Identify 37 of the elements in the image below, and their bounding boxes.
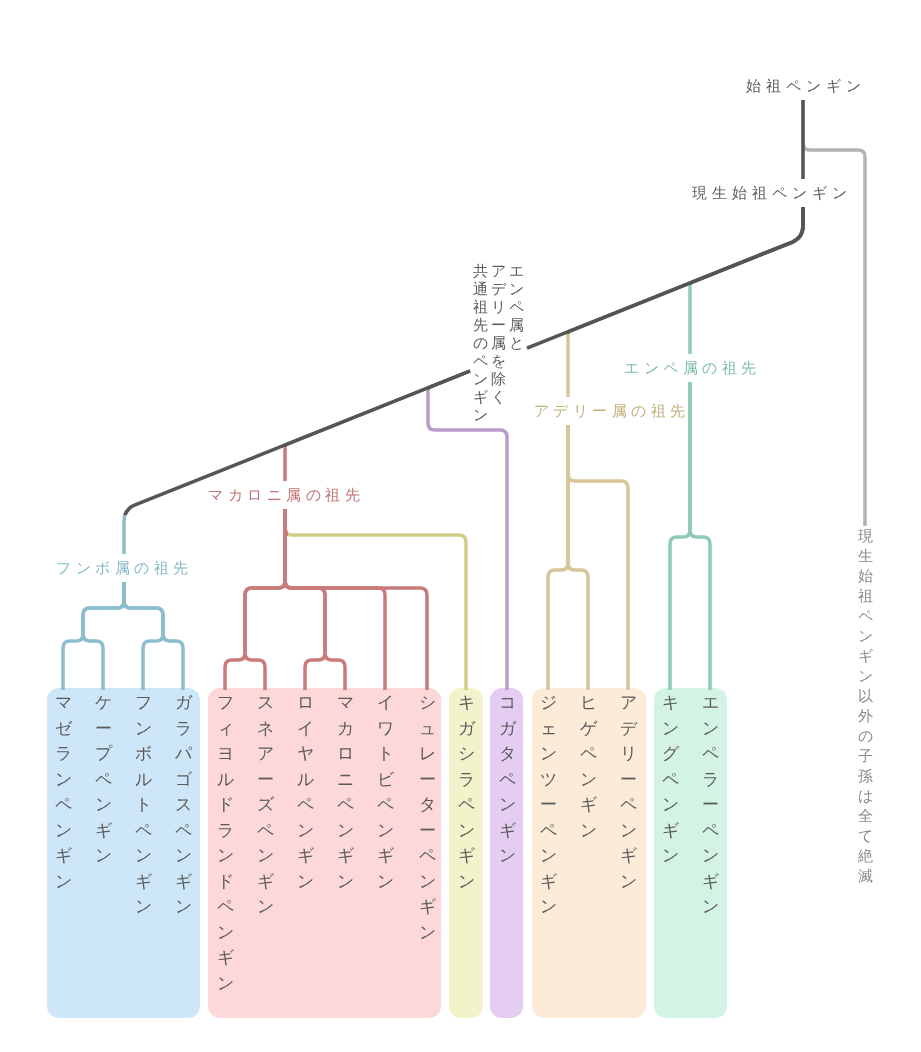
species-group-panel <box>47 688 200 1018</box>
ancestor-label: 現生始祖ペンギン <box>682 179 856 207</box>
species-name: エンペラーペンギン <box>701 690 719 920</box>
genus-ancestor-label: マカロニ属の祖先 <box>202 481 366 509</box>
genus-ancestor-label: エンペ属の祖先 <box>617 354 763 382</box>
species-name: キガシラペンギン <box>457 690 475 894</box>
species-name: ジェンツーペンギン <box>539 690 557 920</box>
ancestor-label: 始祖ペンギン <box>737 72 869 100</box>
genus-ancestor-label: フンボ属の祖先 <box>49 554 195 582</box>
tree-branch-line <box>61 582 126 690</box>
species-group-panel <box>532 688 646 1018</box>
tree-branch-line <box>801 100 805 179</box>
species-name: マゼランペンギン <box>54 690 72 894</box>
genus-ancestor-label: アデリー属の祖先 <box>529 397 690 425</box>
species-group-panel <box>654 688 727 1018</box>
species-group-panel <box>208 688 441 1018</box>
tree-branch-line <box>426 369 509 690</box>
species-name: シュレーターペンギン <box>418 690 436 945</box>
species-group-panel <box>490 688 523 1018</box>
species-name: アデリーペンギン <box>619 690 637 894</box>
species-name: フィヨルドランドペンギン <box>216 690 234 996</box>
species-name: キングペンギン <box>661 690 679 869</box>
species-name: コガタペンギン <box>498 690 516 869</box>
species-name: スネアーズペンギン <box>256 690 274 920</box>
ancestor-label: エンペ属とアデリー属を除く共通祖先のペンギン <box>470 262 527 426</box>
species-name: イワトビペンギン <box>376 690 394 894</box>
species-name: ガラパゴスペンギン <box>174 690 192 920</box>
extinction-note: 現生始祖ペンギン以外の子孫は全て絶滅 <box>857 526 873 886</box>
species-group-panel <box>449 688 483 1018</box>
species-name: ロイヤルペンギン <box>296 690 314 894</box>
tree-branch-line <box>546 425 570 690</box>
tree-branch-line <box>526 207 805 350</box>
species-name: ヒゲペンギン <box>579 690 597 843</box>
species-name: マカロニペンギン <box>336 690 354 894</box>
tree-branch-line <box>668 382 692 690</box>
species-name: ケープペンギン <box>94 690 112 869</box>
species-name: フンボルトペンギン <box>134 690 152 920</box>
